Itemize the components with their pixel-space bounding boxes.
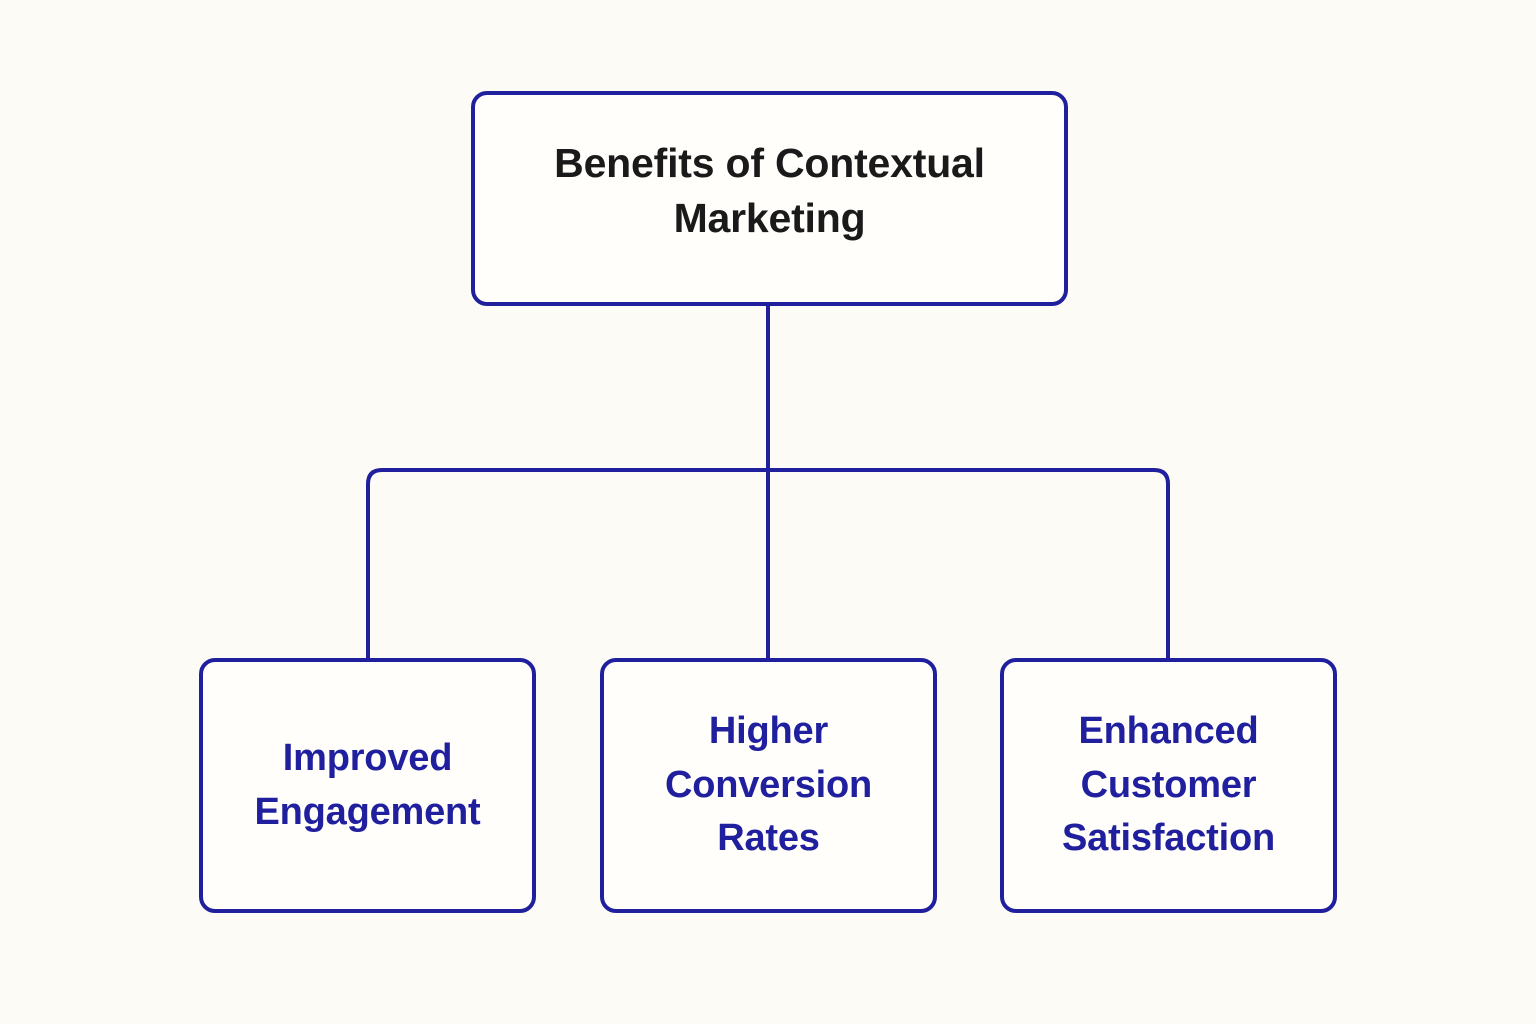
node-child-label: Enhanced Customer Satisfaction [1062, 709, 1275, 860]
node-root[interactable]: Benefits of Contextual Marketing [471, 91, 1068, 306]
node-child-label: Improved Engagement [254, 736, 481, 833]
node-child-improved-engagement[interactable]: Improved Engagement [199, 658, 536, 913]
connector-bus-left [366, 468, 768, 658]
node-root-label: Benefits of Contextual Marketing [554, 140, 985, 241]
node-child-higher-conversion-rates[interactable]: Higher Conversion Rates [600, 658, 937, 913]
connector-bus-right [768, 468, 1170, 658]
node-child-enhanced-customer-satisfaction[interactable]: Enhanced Customer Satisfaction [1000, 658, 1337, 913]
node-child-label: Higher Conversion Rates [664, 709, 873, 860]
